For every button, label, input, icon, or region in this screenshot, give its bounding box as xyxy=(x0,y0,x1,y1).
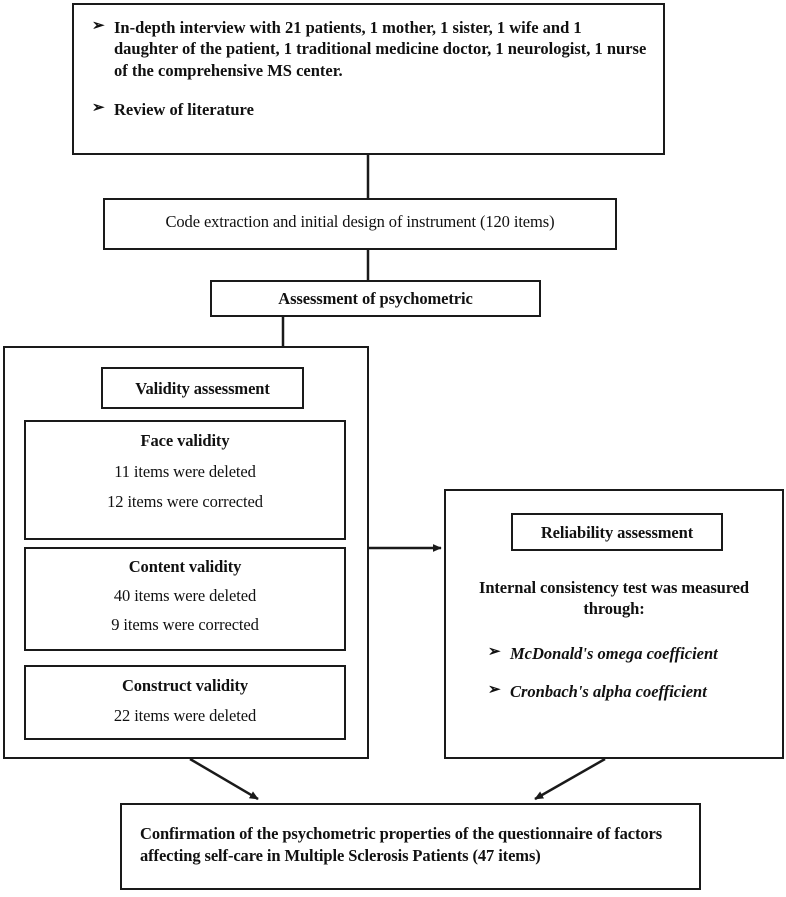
face-validity-title: Face validity xyxy=(140,431,230,450)
arrow-bullet-icon: ➢ xyxy=(92,18,105,34)
reliability-intro-text: Internal consistency test was measured t… xyxy=(479,578,749,619)
reliability-bullet-1-text: McDonald's omega coefficient xyxy=(510,644,718,663)
data-collection-bullet-2: ➢ Review of literature xyxy=(92,99,649,120)
data-collection-bullet-2-text: Review of literature xyxy=(114,100,254,120)
node-face-validity[interactable]: Face validity 11 items were deleted 12 i… xyxy=(24,420,346,540)
data-collection-bullet-1-text: In-depth interview with 21 patients, 1 m… xyxy=(114,18,647,80)
node-assessment-of-psychometric[interactable]: Assessment of psychometric xyxy=(210,280,541,317)
reliability-bullet-1: ➢ McDonald's omega coefficient xyxy=(488,643,772,664)
arrow-bullet-icon: ➢ xyxy=(488,644,501,660)
content-validity-line-2: 9 items were corrected xyxy=(111,615,259,634)
reliability-bullet-2: ➢ Cronbach's alpha coefficient xyxy=(488,681,772,702)
node-construct-validity[interactable]: Construct validity 22 items were deleted xyxy=(24,665,346,740)
validity-assessment-label: Validity assessment xyxy=(135,379,270,398)
face-validity-line-2: 12 items were corrected xyxy=(107,492,263,511)
connector-validity-to-confirmation xyxy=(189,757,259,801)
node-confirmation[interactable]: Confirmation of the psychometric propert… xyxy=(120,803,701,890)
node-code-extraction[interactable]: Code extraction and initial design of in… xyxy=(103,198,617,250)
face-validity-line-1: 11 items were deleted xyxy=(114,462,256,481)
construct-validity-line-1: 22 items were deleted xyxy=(113,706,257,725)
assessment-label: Assessment of psychometric xyxy=(278,289,473,308)
connector-reliability-to-confirmation xyxy=(534,757,606,801)
content-validity-title: Content validity xyxy=(128,557,242,576)
content-validity-line-1: 40 items were deleted xyxy=(113,586,257,605)
arrow-bullet-icon: ➢ xyxy=(488,682,501,698)
reliability-assessment-label: Reliability assessment xyxy=(540,523,694,542)
node-reliability-assessment-header[interactable]: Reliability assessment xyxy=(511,513,723,551)
node-validity-container xyxy=(3,346,369,759)
node-reliability-container[interactable]: Reliability assessment Internal consiste… xyxy=(444,489,784,759)
code-extraction-label: Code extraction and initial design of in… xyxy=(165,212,555,231)
reliability-bullet-2-text: Cronbach's alpha coefficient xyxy=(510,682,707,701)
construct-validity-title: Construct validity xyxy=(121,676,249,695)
arrow-bullet-icon: ➢ xyxy=(92,100,105,117)
confirmation-label: Confirmation of the psychometric propert… xyxy=(140,824,663,865)
node-validity-assessment[interactable]: Validity assessment xyxy=(101,367,304,409)
data-collection-bullet-1: ➢ In-depth interview with 21 patients, 1… xyxy=(92,17,649,81)
node-content-validity[interactable]: Content validity 40 items were deleted 9… xyxy=(24,547,346,651)
node-data-collection[interactable]: ➢ In-depth interview with 21 patients, 1… xyxy=(72,3,665,155)
